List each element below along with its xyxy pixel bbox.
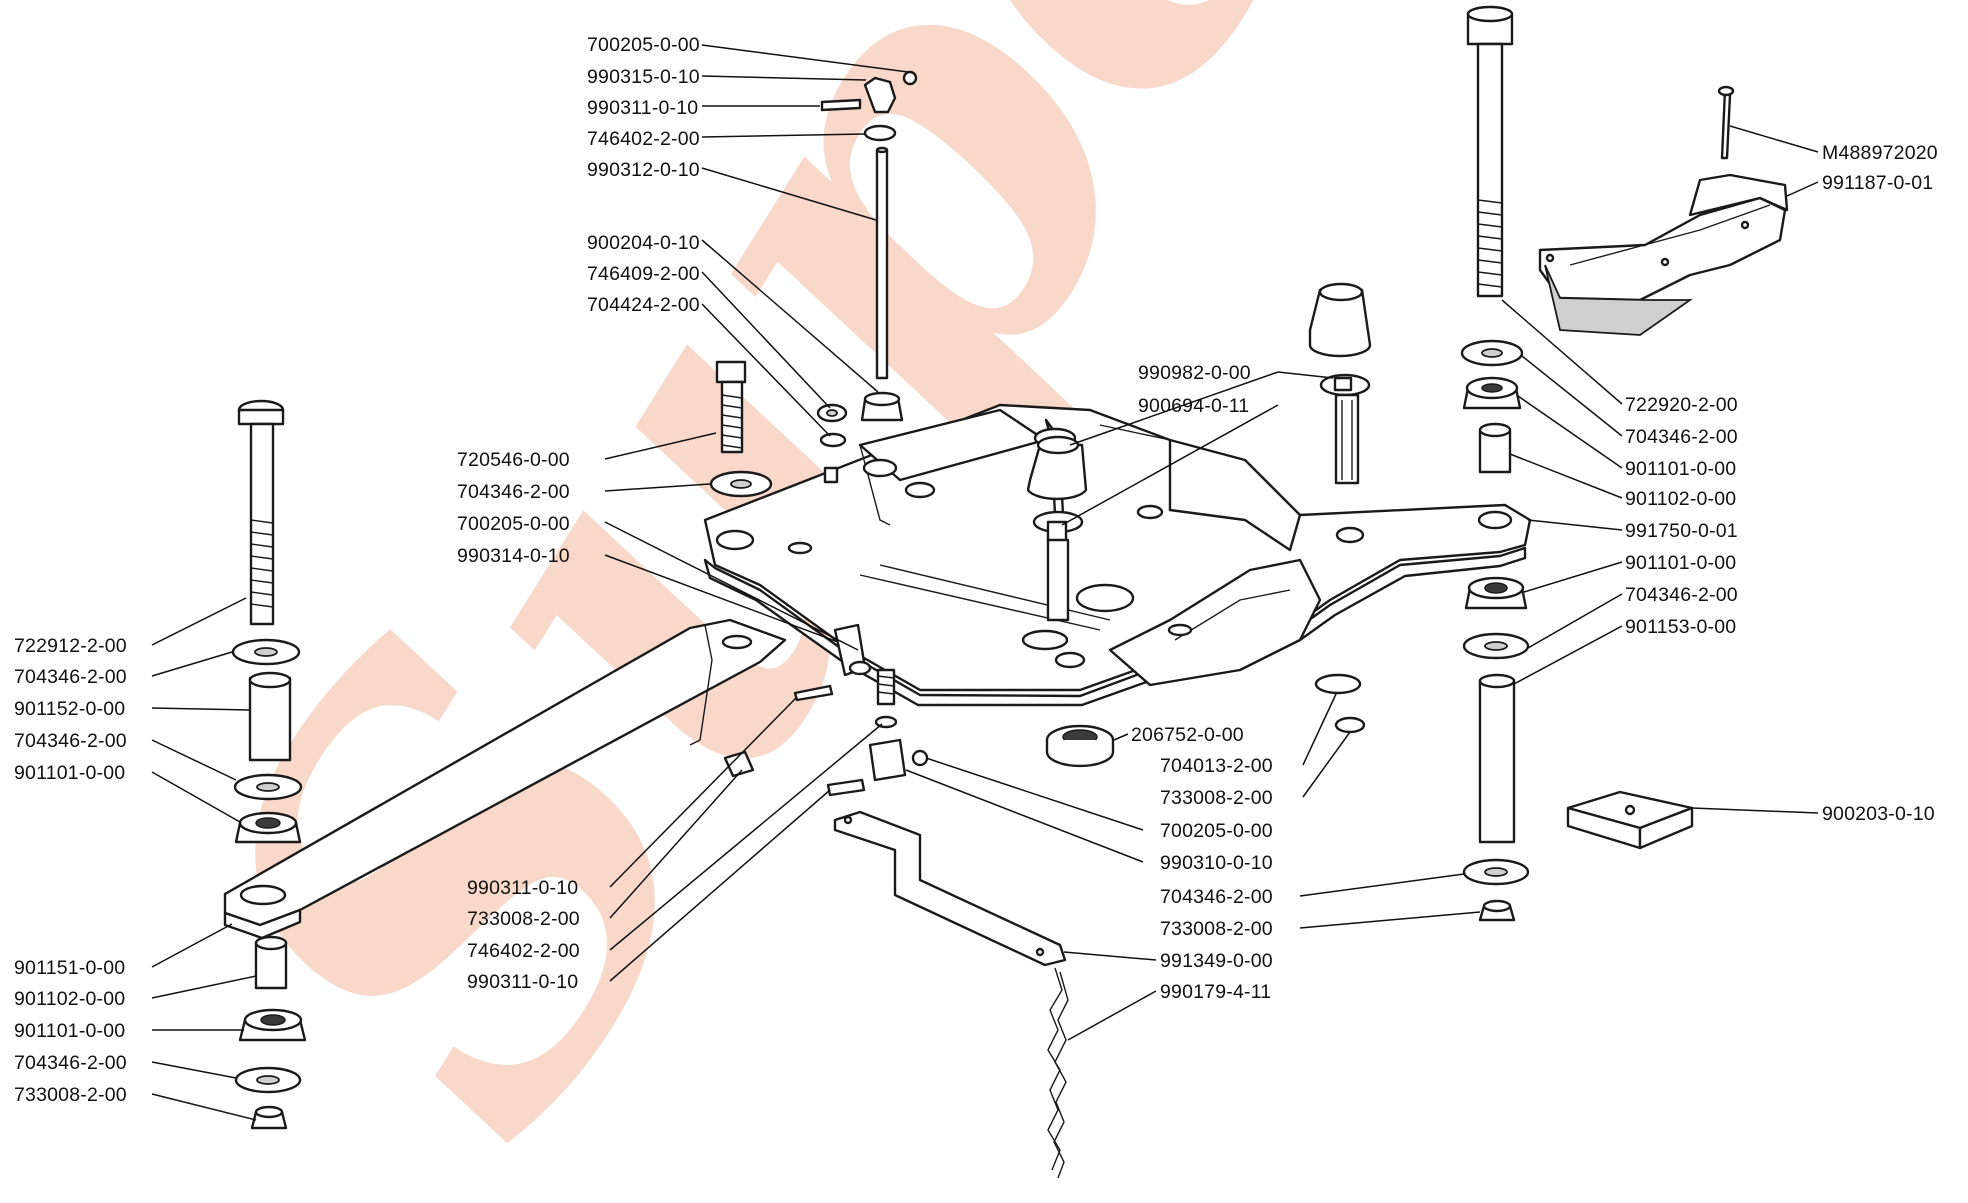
callout-label: 733008-2-00 xyxy=(14,1084,127,1106)
callout-label: 901101-0-00 xyxy=(1625,552,1736,574)
bolt-722920-stack xyxy=(1460,5,1524,474)
callout-label: 700205-0-00 xyxy=(457,513,570,535)
lower-right-stack xyxy=(1462,576,1530,922)
rod-assembly-top xyxy=(816,70,918,448)
rubber-bumper-center xyxy=(1026,418,1088,622)
callout-label: 901102-0-00 xyxy=(1625,488,1736,510)
callout-label: 733008-2-00 xyxy=(1160,787,1273,809)
callout-label: 704346-2-00 xyxy=(14,666,127,688)
bolt-720546 xyxy=(709,360,773,498)
bolt-722912-stack xyxy=(231,399,303,844)
callout-label: 990311-0-10 xyxy=(467,971,578,993)
callout-label: 990311-0-10 xyxy=(467,877,578,899)
callout-label: 901101-0-00 xyxy=(1625,458,1736,480)
callout-label: 990179-4-11 xyxy=(1160,981,1271,1003)
callout-label: 733008-2-00 xyxy=(467,908,580,930)
callout-label: 746402-2-00 xyxy=(587,128,700,150)
callout-label: 704346-2-00 xyxy=(1625,426,1738,448)
callout-label: 901101-0-00 xyxy=(14,1020,125,1042)
block-900203 xyxy=(1566,790,1694,850)
callout-label: 900694-0-11 xyxy=(1138,395,1249,417)
callout-label: 901153-0-00 xyxy=(1625,616,1736,638)
callout-label: 990310-0-10 xyxy=(1160,852,1273,874)
callout-label: 704346-2-00 xyxy=(1160,886,1273,908)
callout-label: 720546-0-00 xyxy=(457,449,570,471)
callout-label: 990314-0-10 xyxy=(457,545,570,567)
callout-label: 990312-0-10 xyxy=(587,159,700,181)
callout-label: 704346-2-00 xyxy=(14,730,127,752)
callout-label: M488972020 xyxy=(1822,142,1938,164)
callout-label: 990315-0-10 xyxy=(587,66,700,88)
callout-label: 700205-0-00 xyxy=(587,34,700,56)
callout-label: 733008-2-00 xyxy=(1160,918,1273,940)
callout-label: 722912-2-00 xyxy=(14,635,127,657)
callout-label: 704346-2-00 xyxy=(14,1052,127,1074)
seal-206752 xyxy=(1045,724,1115,768)
arm-901151 xyxy=(223,618,787,940)
callout-label: 990982-0-00 xyxy=(1138,362,1251,384)
callout-label: 901101-0-00 xyxy=(14,762,125,784)
callout-labels: 700205-0-00 990315-0-10 990311-0-10 7464… xyxy=(14,34,1938,1106)
lower-left-stack xyxy=(234,935,307,1130)
callout-label: 901151-0-00 xyxy=(14,957,125,979)
callout-label: 704346-2-00 xyxy=(457,481,570,503)
callout-label: 746409-2-00 xyxy=(587,263,700,285)
callout-label: 900204-0-10 xyxy=(587,232,700,254)
rubber-bumper-right xyxy=(1308,282,1372,485)
callout-label: 990311-0-10 xyxy=(587,97,698,119)
bracket-991187 xyxy=(1538,85,1789,336)
callout-label: 991187-0-01 xyxy=(1822,172,1933,194)
callout-label: 746402-2-00 xyxy=(467,940,580,962)
linkage-fittings xyxy=(723,623,1366,797)
frame-plate xyxy=(703,403,1532,707)
callout-label: 722920-2-00 xyxy=(1625,394,1738,416)
callout-label: 700205-0-00 xyxy=(1160,820,1273,842)
link-rod-991349 xyxy=(833,810,1069,1179)
callout-label: 704346-2-00 xyxy=(1625,584,1738,606)
callout-label: 991349-0-00 xyxy=(1160,950,1273,972)
callout-label: 901102-0-00 xyxy=(14,988,125,1010)
callout-label: 704013-2-00 xyxy=(1160,755,1273,777)
callout-label: 704424-2-00 xyxy=(587,294,700,316)
callout-label: 901152-0-00 xyxy=(14,698,125,720)
callout-label: 900203-0-10 xyxy=(1822,803,1935,825)
leader-lines xyxy=(151,44,1819,1121)
callout-label: 991750-0-01 xyxy=(1625,520,1738,542)
callout-label: 206752-0-00 xyxy=(1131,724,1244,746)
